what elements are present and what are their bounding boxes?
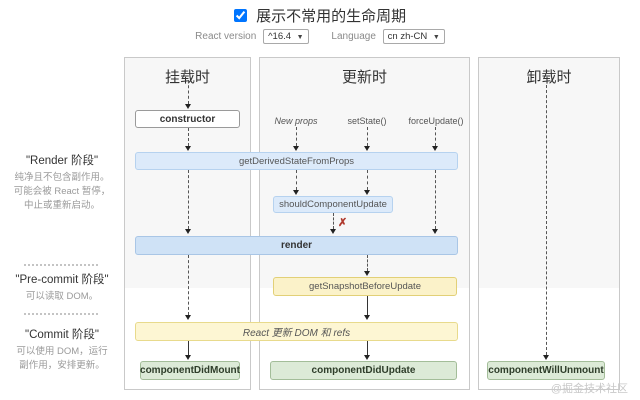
phase-commit-title: "Commit 阶段" (25, 329, 99, 341)
language-value: cn zh-CN (387, 31, 428, 42)
phase-render-desc-line3: 中止或重新启动。 (23, 200, 100, 211)
trigger-force-update: forceUpdate() (408, 116, 464, 126)
phase-render: "Render 阶段" 纯净且不包含副作用。 可能会被 React 暂停， 中止… (4, 152, 120, 213)
language-label: Language (331, 31, 376, 42)
phase-commit-desc-line2: 副作用，安排更新。 (19, 360, 105, 371)
flow-line (188, 255, 189, 315)
diagram-controls: React version ^16.4 ▼ Language cn zh-CN … (0, 29, 640, 44)
flow-line (367, 255, 368, 271)
dropdown-arrow-icon: ▼ (296, 34, 304, 41)
phase-render-desc-line2: 可能会被 React 暂停， (13, 186, 111, 197)
arrowhead-icon (185, 315, 191, 320)
phase-commit: "Commit 阶段" 可以使用 DOM，运行 副作用，安排更新。 (4, 326, 120, 373)
watermark: @掘金技术社区 (550, 383, 628, 395)
react-version-value: ^16.4 (268, 31, 292, 42)
react-version-label: React version (195, 31, 257, 42)
arrowhead-icon (364, 190, 370, 195)
arrowhead-icon (432, 146, 438, 151)
lifecycle-get-derived-state-from-props[interactable]: getDerivedStateFromProps (135, 152, 458, 170)
phase-render-title: "Render 阶段" (25, 155, 99, 167)
flow-line (188, 80, 189, 104)
language-group: Language cn zh-CN ▼ (331, 29, 445, 44)
arrowhead-icon (185, 104, 191, 109)
arrowhead-icon (364, 271, 370, 276)
flow-line (367, 296, 368, 315)
lifecycle-get-snapshot-before-update[interactable]: getSnapshotBeforeUpdate (273, 277, 457, 296)
false-branch-x-icon: ✗ (338, 217, 348, 229)
column-mounting-title: 挂载时 (164, 69, 210, 86)
flow-line (367, 170, 368, 190)
phase-precommit-title: "Pre-commit 阶段" (15, 274, 109, 286)
flow-line (367, 127, 368, 146)
phase-precommit: "Pre-commit 阶段" 可以读取 DOM。 (4, 271, 120, 304)
dropdown-arrow-icon: ▼ (432, 34, 440, 41)
phase-render-desc-line1: 纯净且不包含副作用。 (14, 172, 110, 183)
flow-line (333, 213, 334, 229)
arrowhead-icon (293, 190, 299, 195)
flow-line (435, 127, 436, 146)
react-version-select[interactable]: ^16.4 ▼ (263, 29, 309, 44)
lifecycle-constructor[interactable]: constructor (135, 110, 240, 128)
flow-line (546, 85, 547, 355)
arrowhead-icon (185, 229, 191, 234)
arrowhead-icon (432, 229, 438, 234)
flow-line (296, 170, 297, 190)
phase-divider (24, 264, 98, 266)
lifecycle-component-did-mount[interactable]: componentDidMount (140, 361, 240, 380)
flow-line (367, 341, 368, 355)
react-updates-dom-and-refs: React 更新 DOM 和 refs (135, 322, 458, 341)
column-unmounting: 卸载时 (478, 57, 620, 390)
show-rare-lifecycles-row: 展示不常用的生命周期 (0, 5, 640, 26)
arrowhead-icon (364, 315, 370, 320)
phase-commit-desc-line1: 可以使用 DOM，运行 (16, 346, 108, 357)
lifecycle-component-will-unmount[interactable]: componentWillUnmount (487, 361, 605, 380)
arrowhead-icon (185, 146, 191, 151)
flow-line (188, 341, 189, 355)
arrowhead-icon (330, 229, 336, 234)
arrowhead-icon (364, 146, 370, 151)
lifecycle-should-component-update[interactable]: shouldComponentUpdate (273, 196, 393, 213)
language-select[interactable]: cn zh-CN ▼ (382, 29, 445, 44)
column-unmounting-title: 卸载时 (526, 69, 572, 86)
arrowhead-icon (293, 146, 299, 151)
flow-line (296, 127, 297, 146)
arrowhead-icon (185, 355, 191, 360)
flow-line (188, 128, 189, 146)
trigger-new-props: New props (274, 116, 318, 126)
flow-line (435, 170, 436, 229)
react-version-group: React version ^16.4 ▼ (195, 29, 309, 44)
show-rare-lifecycles-checkbox[interactable] (233, 9, 247, 22)
column-updating-title: 更新时 (341, 69, 387, 86)
lifecycle-component-did-update[interactable]: componentDidUpdate (270, 361, 457, 380)
arrowhead-icon (364, 355, 370, 360)
show-rare-lifecycles-label: 展示不常用的生命周期 (256, 8, 407, 25)
arrowhead-icon (543, 355, 549, 360)
trigger-set-state: setState() (347, 116, 387, 126)
phase-precommit-desc-line1: 可以读取 DOM。 (25, 291, 99, 302)
phase-divider (24, 313, 98, 315)
flow-line (188, 170, 189, 229)
lifecycle-render[interactable]: render (135, 236, 458, 255)
